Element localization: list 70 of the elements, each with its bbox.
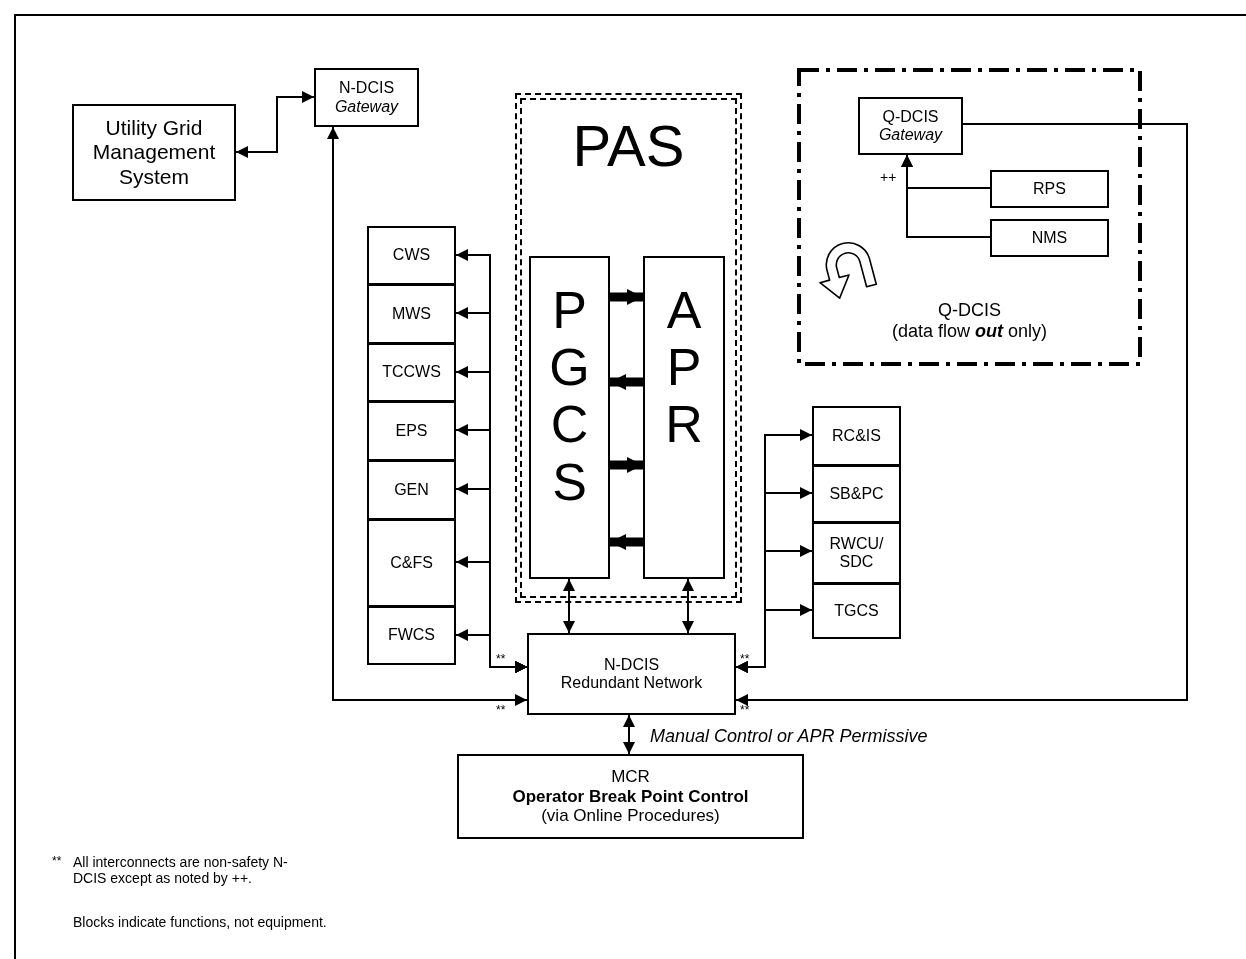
connector-arrow xyxy=(455,629,528,673)
process-box xyxy=(367,284,456,344)
node-title: GEN xyxy=(394,480,429,500)
node-title: FWCS xyxy=(387,626,436,645)
block-arrow xyxy=(610,289,643,305)
connector-arrow xyxy=(735,604,813,673)
process-box xyxy=(812,522,901,584)
function-column xyxy=(643,256,725,579)
process-box xyxy=(527,633,736,715)
node-text: Redundant Network xyxy=(560,674,703,693)
node-title: TGCS xyxy=(834,601,879,621)
note-mark: ** xyxy=(740,703,750,717)
node-title: APR xyxy=(664,282,704,454)
process-box xyxy=(72,104,236,201)
process-box xyxy=(990,170,1109,208)
connector-arrow xyxy=(901,154,991,238)
node-title: PAS xyxy=(572,113,685,180)
process-box xyxy=(812,406,901,466)
process-box xyxy=(367,519,456,607)
process-box xyxy=(367,226,456,285)
node-title: RPS xyxy=(1033,179,1066,199)
node-title: RWCU/ SDC xyxy=(828,534,885,572)
process-box xyxy=(367,343,456,402)
node-text: (via Online Procedures) xyxy=(541,806,720,826)
node-text: Gateway xyxy=(878,126,943,145)
boundary-region xyxy=(797,68,1142,366)
connector-arrow xyxy=(327,126,528,706)
node-title: EPS xyxy=(395,421,428,441)
node-text: Gateway xyxy=(334,97,399,116)
note-mark: ** xyxy=(496,652,506,666)
note-mark: ** xyxy=(496,703,506,717)
system-group xyxy=(515,93,742,603)
note-mark: ** xyxy=(740,652,750,666)
process-box xyxy=(367,460,456,520)
footnote-text: All interconnects are non-safety N-DCIS except as noted by ++. xyxy=(73,854,288,886)
process-box xyxy=(812,583,901,639)
process-box xyxy=(314,68,419,127)
node-title: MWS xyxy=(391,304,432,324)
connector-arrow xyxy=(623,714,635,755)
node-title: CWS xyxy=(392,246,431,265)
node-title: TCCWS xyxy=(382,363,441,382)
process-box xyxy=(858,97,963,155)
node-title: MCR xyxy=(611,767,650,787)
block-arrow xyxy=(610,374,643,390)
node-title: NMS xyxy=(1031,228,1068,248)
connector-arrow xyxy=(235,91,315,158)
node-text: Operator Break Point Control xyxy=(512,786,749,807)
node-title: Q-DCIS xyxy=(882,107,939,126)
note-mark: ** xyxy=(52,854,62,868)
node-title: Utility Grid Management System xyxy=(91,116,217,189)
node-title: N-DCIS xyxy=(338,79,395,98)
node-title: RC&IS xyxy=(832,426,881,446)
node-title: C&FS xyxy=(390,553,433,573)
node-title: SB&PC xyxy=(829,484,884,504)
node-text: (data flow out only) xyxy=(891,320,1047,342)
connector-arrow xyxy=(682,578,694,634)
block-arrow xyxy=(610,534,643,550)
node-title: PGCS xyxy=(548,282,591,511)
process-box xyxy=(367,401,456,461)
block-arrow xyxy=(610,457,643,473)
process-box xyxy=(457,754,804,839)
process-box xyxy=(990,219,1109,257)
connector-arrow xyxy=(735,123,1188,706)
footnote-text: Blocks indicate functions, not equipment. xyxy=(73,914,327,930)
node-title: N-DCIS xyxy=(603,655,660,674)
process-box xyxy=(367,606,456,665)
connector-arrow xyxy=(563,578,575,634)
process-box xyxy=(812,465,901,523)
function-column xyxy=(529,256,610,579)
node-title: Q-DCIS xyxy=(938,300,1001,321)
